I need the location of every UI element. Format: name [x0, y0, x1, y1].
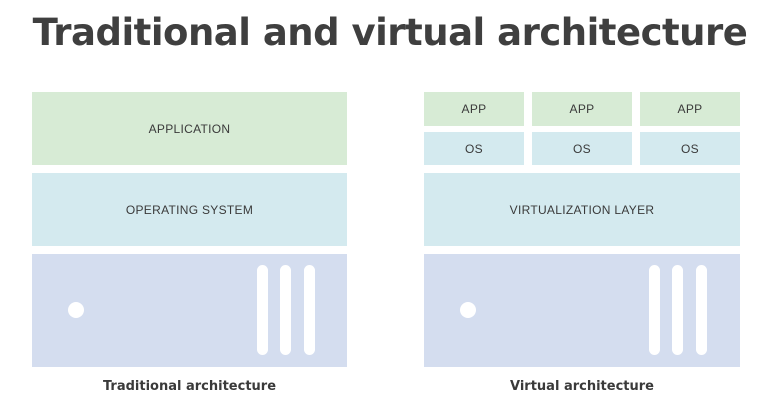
drive-slot-icon — [257, 265, 268, 355]
os-box: OS — [640, 132, 740, 165]
application-layer: APPLICATION — [32, 92, 347, 165]
power-indicator-icon — [460, 302, 476, 318]
traditional-caption: Traditional architecture — [102, 379, 277, 394]
diagram-title: Traditional and virtual architecture — [32, 11, 748, 54]
operating-system-label: OPERATING SYSTEM — [125, 202, 254, 217]
os-label: OS — [573, 141, 591, 156]
os-box: OS — [532, 132, 632, 165]
operating-system-layer: OPERATING SYSTEM — [32, 173, 347, 246]
drive-slot-icon — [304, 265, 315, 355]
application-label: APPLICATION — [148, 121, 231, 136]
virtual-caption: Virtual architecture — [510, 379, 654, 394]
drive-slot-icon — [672, 265, 683, 355]
hardware-server — [32, 254, 347, 367]
app-label: APP — [461, 102, 487, 116]
app-box: APP — [424, 92, 524, 126]
power-indicator-icon — [68, 302, 84, 318]
app-box: APP — [640, 92, 740, 126]
app-box: APP — [532, 92, 632, 126]
drive-slot-icon — [280, 265, 291, 355]
hardware-server — [424, 254, 740, 367]
virtualization-layer-label: VIRTUALIZATION LAYER — [509, 202, 655, 217]
os-label: OS — [465, 141, 483, 156]
drive-slot-icon — [649, 265, 660, 355]
virtualization-layer: VIRTUALIZATION LAYER — [424, 173, 740, 246]
os-label: OS — [681, 141, 699, 156]
app-label: APP — [569, 102, 595, 116]
app-label: APP — [677, 102, 703, 116]
drive-slot-icon — [696, 265, 707, 355]
os-box: OS — [424, 132, 524, 165]
